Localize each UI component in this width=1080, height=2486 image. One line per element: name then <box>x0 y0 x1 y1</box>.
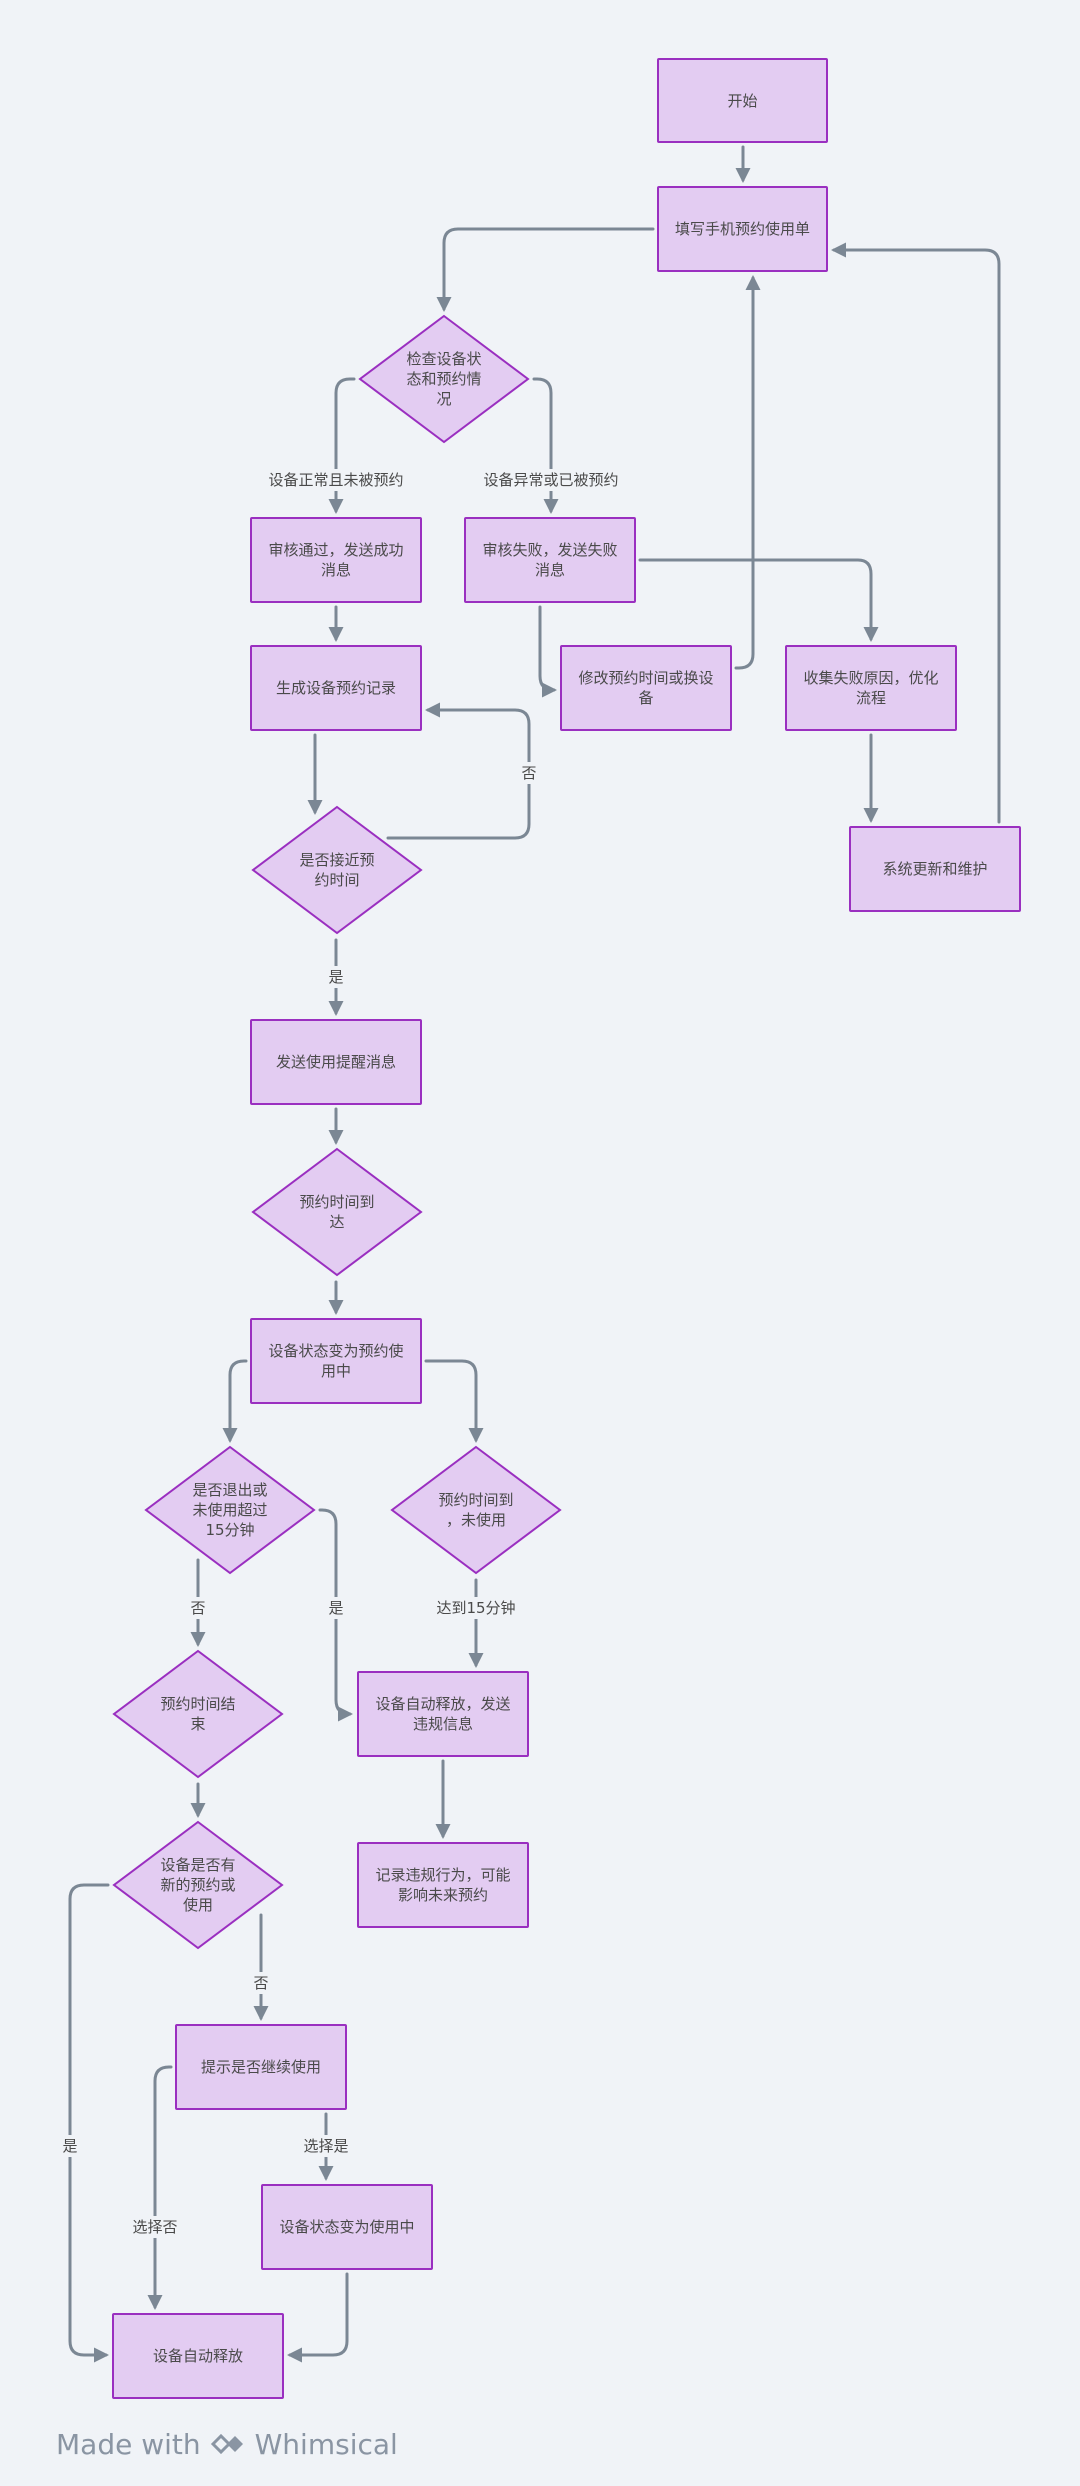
node-generate-record[interactable]: 生成设备预约记录 <box>250 645 422 731</box>
node-new-reservation[interactable]: 设备是否有 新的预约或 使用 <box>160 1856 236 1914</box>
edge-exit-notice <box>318 1508 353 1722</box>
edge-prompt-release <box>147 2065 173 2310</box>
node-reject[interactable]: 审核失败，发送失败 消息 <box>464 517 636 603</box>
whimsical-logo-icon <box>210 2433 243 2455</box>
edge-label-choose-yes: 选择是 <box>301 2135 351 2157</box>
diamond-arrived-unused <box>390 1445 562 1575</box>
edge-label-normal-unreserved: 设备正常且未被预约 <box>266 469 406 491</box>
node-prompt-continue[interactable]: 提示是否继续使用 <box>175 2024 347 2110</box>
diamond-check-status <box>358 314 530 444</box>
edge-status-exit <box>222 1359 248 1443</box>
node-fill-form[interactable]: 填写手机预约使用单 <box>657 186 828 272</box>
node-arrived-unused[interactable]: 预约时间到 ，未使用 <box>438 1491 514 1529</box>
edge-label-reach-15min: 达到15分钟 <box>434 1597 518 1619</box>
edge-system-fill <box>831 242 1001 824</box>
node-start[interactable]: 开始 <box>657 58 828 143</box>
edge-status-unused <box>424 1359 484 1443</box>
node-status-using[interactable]: 设备状态变为使用中 <box>261 2184 433 2270</box>
diamond-exit-or-unused <box>144 1445 316 1575</box>
node-check-status[interactable]: 检查设备状 态和预约情 况 <box>406 350 482 408</box>
node-record-violation[interactable]: 记录违规行为，可能 影响未来预约 <box>357 1842 529 1928</box>
diamond-reservation-end <box>112 1649 284 1779</box>
edge-label-exit-yes: 是 <box>326 1597 346 1619</box>
node-approve[interactable]: 审核通过，发送成功 消息 <box>250 517 422 603</box>
node-exit-or-unused[interactable]: 是否退出或 未使用超过 15分钟 <box>192 1481 268 1539</box>
node-near-time[interactable]: 是否接近预 约时间 <box>299 851 375 889</box>
node-system-update[interactable]: 系统更新和维护 <box>849 826 1021 912</box>
edge-label-new-yes: 是 <box>60 2135 80 2157</box>
edge-label-new-no: 否 <box>251 1972 271 1994</box>
edge-label-near-no: 否 <box>519 762 539 784</box>
node-auto-release-notice[interactable]: 设备自动释放，发送 违规信息 <box>357 1671 529 1757</box>
edge-status-release <box>287 2272 349 2363</box>
node-modify-time[interactable]: 修改预约时间或换设 备 <box>560 645 732 731</box>
node-time-arrived[interactable]: 预约时间到 达 <box>299 1193 375 1231</box>
diamond-time-arrived <box>251 1147 423 1277</box>
node-send-reminder[interactable]: 发送使用提醒消息 <box>250 1019 422 1105</box>
edge-fill-check <box>436 227 655 312</box>
edge-check-reject <box>532 377 559 514</box>
edge-reject-modify <box>538 605 557 698</box>
edge-new-release <box>68 1883 110 2363</box>
node-reservation-end[interactable]: 预约时间结 束 <box>160 1695 236 1733</box>
watermark-prefix: Made with <box>56 2427 201 2461</box>
edge-modify-fill <box>734 275 761 670</box>
node-status-in-use[interactable]: 设备状态变为预约使 用中 <box>250 1318 422 1404</box>
watermark-brand: Whimsical <box>254 2427 398 2461</box>
edge-check-approve <box>328 377 356 514</box>
edge-label-choose-no: 选择否 <box>130 2216 180 2238</box>
node-collect-reason[interactable]: 收集失败原因，优化 流程 <box>785 645 957 731</box>
node-auto-release[interactable]: 设备自动释放 <box>112 2313 284 2399</box>
edge-reject-collect <box>638 558 879 642</box>
edge-label-abnormal-reserved: 设备异常或已被预约 <box>481 469 621 491</box>
diamond-near-time <box>251 805 423 935</box>
edge-label-exit-no: 否 <box>188 1597 208 1619</box>
edge-label-near-yes: 是 <box>326 966 346 988</box>
whimsical-watermark[interactable]: Made with Whimsical <box>56 2424 398 2464</box>
diamond-new-reservation <box>112 1820 284 1950</box>
